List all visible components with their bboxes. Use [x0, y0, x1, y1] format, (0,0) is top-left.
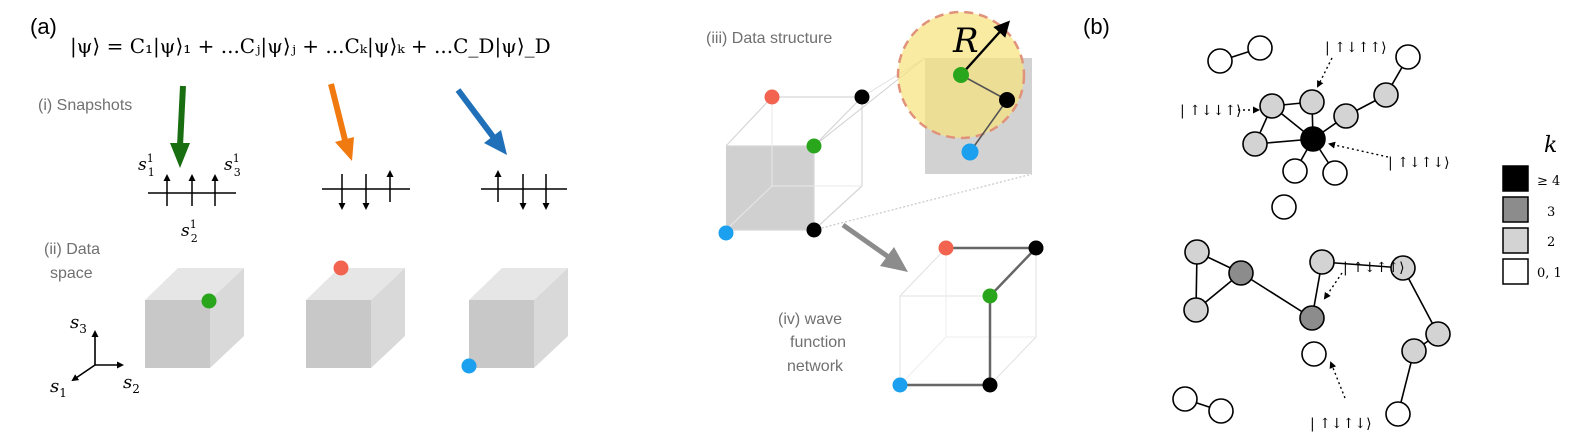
state-label: | ↑↓↑↑⟩ — [1343, 260, 1405, 276]
blue-point — [892, 377, 908, 393]
data-structure-cube — [718, 57, 1033, 241]
data-structure-label: (iii) Data structure — [706, 30, 832, 47]
network-node — [1247, 35, 1273, 61]
green-point — [806, 138, 822, 154]
legend-swatch — [1502, 227, 1529, 254]
network-node — [1401, 338, 1427, 364]
black-point — [1028, 240, 1044, 256]
data-space-axes: s3 s1 s2 — [50, 312, 140, 400]
data-space-label-line2: space — [50, 265, 93, 282]
network-node — [1184, 239, 1210, 265]
network-label-line3: network — [787, 358, 844, 375]
network-node — [1271, 194, 1297, 220]
network-node — [1373, 82, 1399, 108]
network-node — [1333, 103, 1359, 129]
network-node — [1282, 158, 1308, 184]
blue-point — [461, 358, 477, 374]
panel-a-tag: (a) — [30, 14, 57, 39]
degree-legend: k ≥ 4 3 2 0, 1 — [1502, 133, 1562, 285]
state-label: | ↑↓↑↓⟩ — [1388, 155, 1450, 171]
red-point — [333, 260, 349, 276]
legend-title: k — [1544, 133, 1557, 158]
legend-label: 0, 1 — [1537, 266, 1562, 281]
network-node — [1183, 297, 1209, 323]
bottom-network-nodes — [1172, 239, 1451, 427]
green-arrow — [170, 85, 190, 168]
network-node — [1242, 131, 1268, 157]
zoom-inset: R — [896, 10, 1032, 174]
wave-function-network — [892, 240, 1044, 393]
data-space-label-line1: (ii) Data — [44, 241, 100, 258]
red-point — [764, 89, 780, 105]
green-point — [201, 293, 217, 309]
axis-s1-label: s1 — [50, 376, 67, 400]
blue-point — [718, 225, 734, 241]
top-network-nodes — [1207, 35, 1421, 220]
state-label: | ↑↓↓↑⟩ — [1180, 103, 1242, 119]
network-node — [1395, 44, 1421, 70]
network-node — [1385, 401, 1411, 427]
network-node — [1299, 89, 1325, 115]
green-point — [982, 288, 998, 304]
snapshot-2 — [322, 170, 410, 210]
network-node — [1322, 160, 1348, 186]
green-point — [953, 67, 969, 83]
snapshot-3 — [481, 170, 567, 210]
blue-arrow — [455, 88, 507, 155]
state-label: | ↑↓↑↓⟩ — [1310, 416, 1372, 432]
network-node — [1208, 398, 1234, 424]
snapshots-label: (i) Snapshots — [38, 97, 132, 114]
legend-swatch — [1502, 165, 1529, 192]
network-node — [1228, 260, 1254, 286]
network-node — [1299, 305, 1325, 331]
panel-b-tag: (b) — [1083, 14, 1110, 39]
network-node — [1301, 341, 1327, 367]
data-space-cube-2 — [306, 260, 405, 368]
axis-s3-label: s3 — [70, 312, 87, 336]
black-point — [854, 89, 870, 105]
data-space-cube-1 — [145, 268, 244, 368]
network-node — [1172, 386, 1198, 412]
top-network-pointers — [1238, 57, 1389, 158]
data-space-cube-3 — [461, 268, 568, 374]
legend-label: 2 — [1547, 235, 1555, 250]
bottom-network-pointers — [1323, 272, 1346, 399]
legend-label: ≥ 4 — [1537, 174, 1560, 189]
orange-arrow — [328, 83, 354, 161]
network-node — [1259, 93, 1285, 119]
network-node — [1425, 321, 1451, 347]
network-node — [1207, 48, 1233, 74]
blue-point — [961, 143, 979, 161]
black-point — [982, 377, 998, 393]
network-node — [1300, 126, 1326, 152]
legend-swatch — [1502, 258, 1529, 285]
wavefunction-equation: |ψ⟩ = C₁|ψ⟩₁ + ...Cⱼ|ψ⟩ⱼ + ...Cₖ|ψ⟩ₖ + .… — [70, 34, 551, 59]
network-node — [1309, 249, 1335, 275]
legend-label: 3 — [1547, 205, 1555, 220]
network-label-line1: (iv) wave — [778, 311, 842, 328]
black-point — [806, 222, 822, 238]
legend-swatch — [1502, 196, 1529, 223]
radius-label: R — [952, 21, 979, 61]
network-node — [1390, 255, 1416, 281]
radius-arrow — [960, 20, 1011, 76]
axis-s2-label: s2 — [123, 372, 140, 396]
network-label-line2: function — [790, 334, 846, 351]
grey-arrow — [841, 222, 908, 272]
red-point — [938, 240, 954, 256]
state-label: | ↑↓↑↑⟩ — [1325, 40, 1387, 56]
black-point — [999, 92, 1015, 108]
